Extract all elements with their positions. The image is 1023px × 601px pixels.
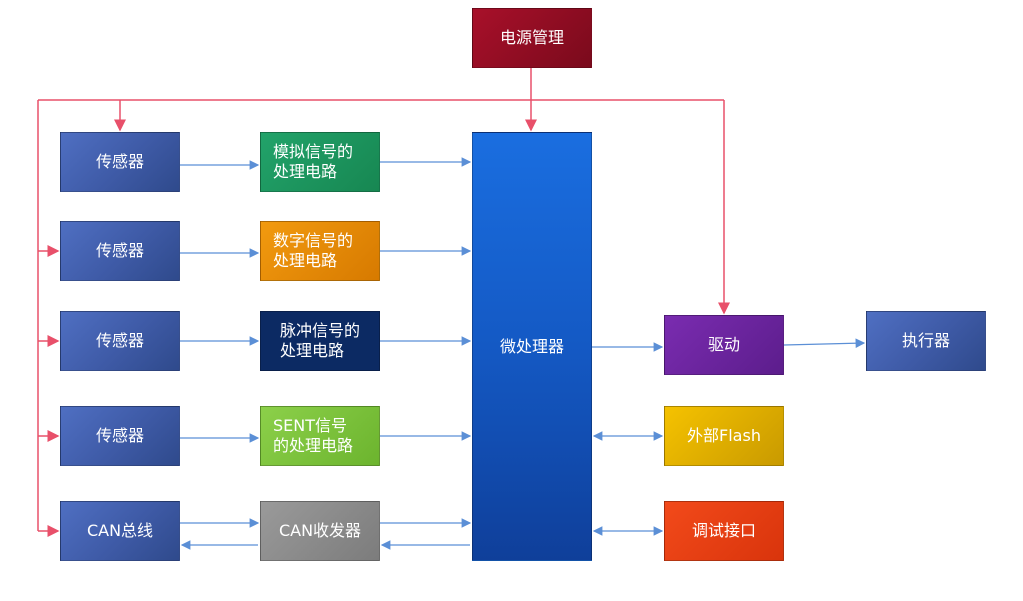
digital-signal-circuit-block: 数字信号的 处理电路 bbox=[260, 221, 380, 281]
external-flash-block: 外部Flash bbox=[664, 406, 784, 466]
sensor-block-4: 传感器 bbox=[60, 406, 180, 466]
signal-driver-actuator bbox=[783, 338, 866, 349]
debug-interface-block: 调试接口 bbox=[664, 501, 784, 561]
signal-lines bbox=[180, 157, 866, 550]
power-management-block: 电源管理 bbox=[472, 8, 592, 68]
can-transceiver-block: CAN收发器 bbox=[260, 501, 380, 561]
sensor-block-2: 传感器 bbox=[60, 221, 180, 281]
analog-signal-circuit-block: 模拟信号的 处理电路 bbox=[260, 132, 380, 192]
sent-signal-circuit-block: SENT信号 的处理电路 bbox=[260, 406, 380, 466]
power-lines bbox=[37, 68, 730, 537]
sensor-block-1: 传感器 bbox=[60, 132, 180, 192]
pulse-signal-circuit-block: 脉冲信号的 处理电路 bbox=[260, 311, 380, 371]
microprocessor-block: 微处理器 bbox=[472, 132, 592, 561]
driver-block: 驱动 bbox=[664, 315, 784, 375]
sensor-block-3: 传感器 bbox=[60, 311, 180, 371]
can-bus-block: CAN总线 bbox=[60, 501, 180, 561]
actuator-block: 执行器 bbox=[866, 311, 986, 371]
